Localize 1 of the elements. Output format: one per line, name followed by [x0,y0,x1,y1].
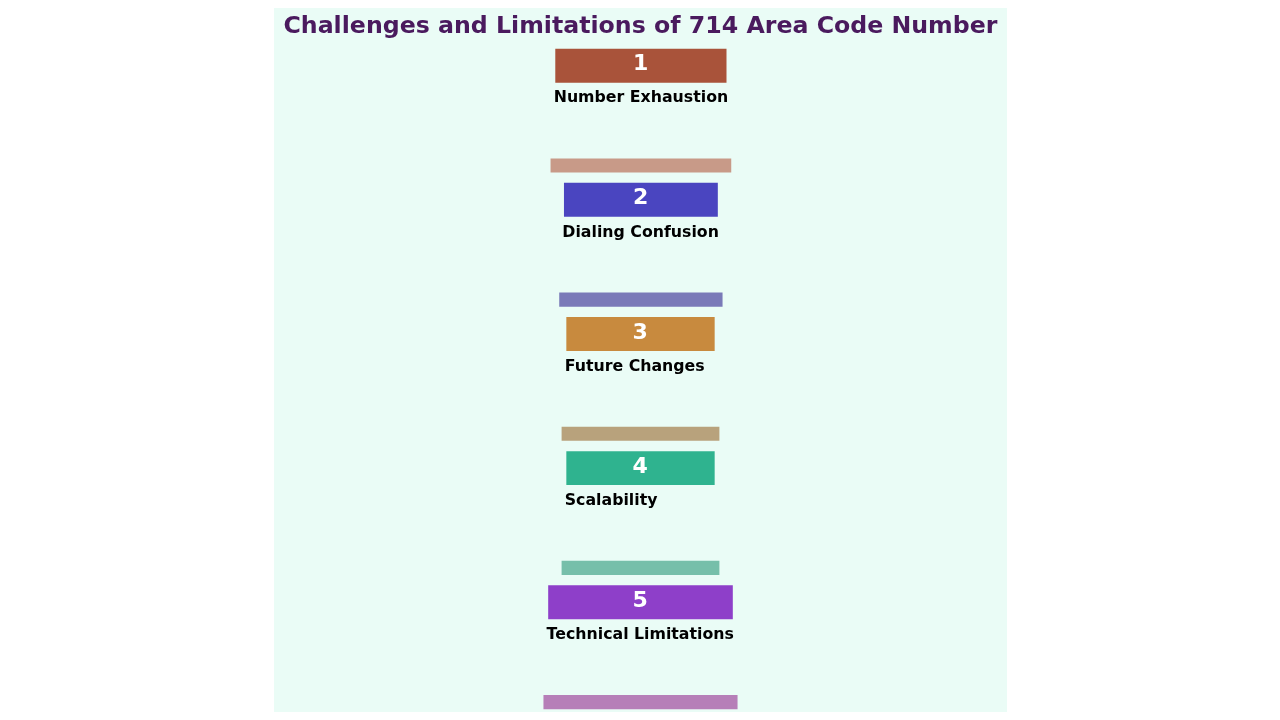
diagram-title: Challenges and Limitations of 714 Area Code Number [282,10,997,39]
